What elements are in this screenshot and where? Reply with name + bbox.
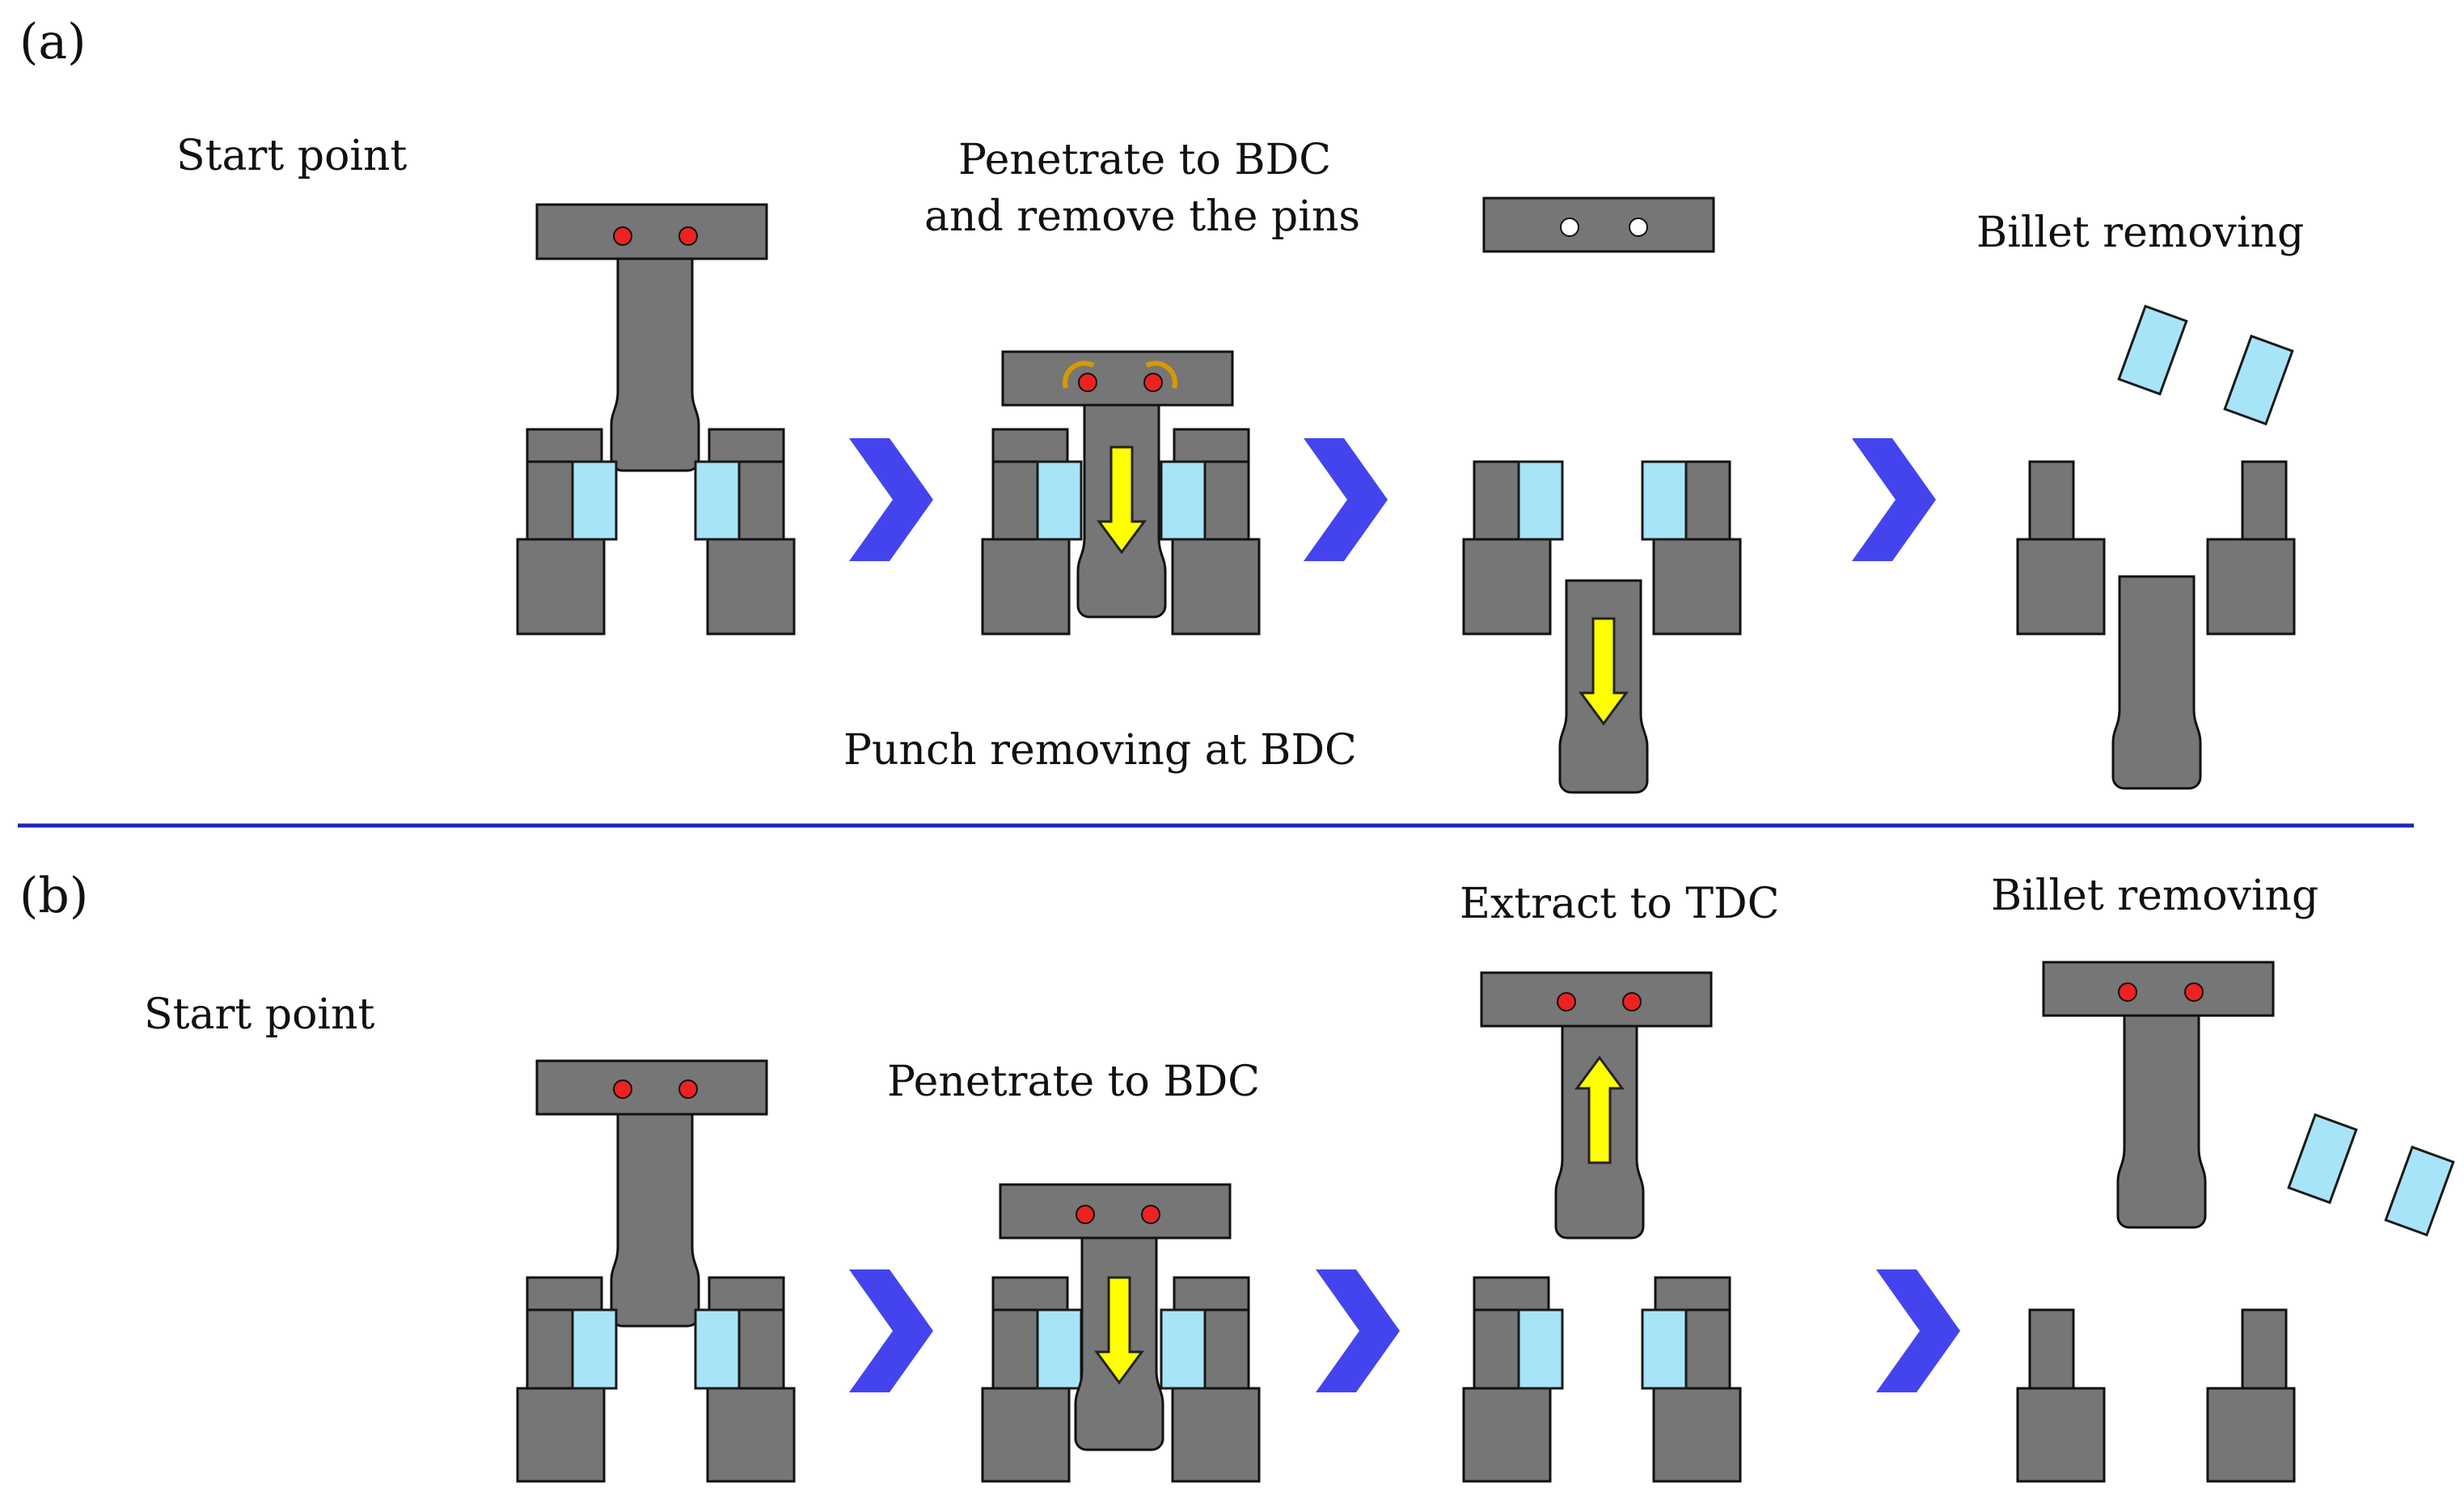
billet: [1036, 460, 1083, 541]
pin-dot-icon: [2118, 982, 2137, 1002]
billet: [2117, 304, 2188, 396]
punch-holder: [1482, 196, 1715, 253]
panel-a-stage-punch-removing: [1462, 196, 1742, 794]
punch: [2111, 575, 2202, 790]
panel-b-label-penetrate: Penetrate to BDC: [887, 1058, 1260, 1106]
panel-b-tag: (b): [19, 868, 88, 924]
die-right: [1641, 1276, 1742, 1483]
billet: [2223, 334, 2294, 426]
panel-a-stage-billet-removing: [2016, 304, 2296, 790]
chevron-right-icon: [1876, 1269, 1960, 1392]
billet: [694, 460, 741, 541]
die-left: [1462, 460, 1564, 636]
punch: [610, 1113, 700, 1328]
pin-dot-icon: [1557, 992, 1576, 1012]
chevron-right-icon: [1304, 438, 1388, 561]
die-left: [981, 1276, 1083, 1483]
punch-holder: [535, 203, 768, 260]
die-left: [981, 428, 1083, 636]
pin-dot-icon: [1622, 992, 1642, 1012]
panel-b: (b) Start point Penetrate to BDC Extract…: [19, 868, 2455, 1483]
punch-holder: [2042, 961, 2275, 1017]
punch-holder: [1480, 971, 1713, 1028]
panel-a-label-start: Start point: [176, 132, 408, 180]
billet: [1517, 1308, 1564, 1390]
panel-a-stage-start: [516, 203, 796, 636]
punch-holder: [1001, 350, 1234, 407]
billet: [571, 460, 618, 541]
die-right: [694, 1276, 796, 1483]
die-right: [1160, 428, 1261, 636]
die-right: [1160, 1276, 1261, 1483]
panel-b-stage-extract: [1462, 971, 1742, 1483]
panel-a-label-penetrate-2: and remove the pins: [924, 192, 1360, 241]
panel-a-tag: (a): [19, 14, 87, 70]
punch: [2116, 1014, 2207, 1229]
panel-a-stage-penetrate: [981, 350, 1261, 636]
pin-dot-icon: [1078, 373, 1097, 392]
billet: [2287, 1113, 2358, 1205]
die-left: [516, 1276, 618, 1483]
pin-dot-icon: [678, 1079, 698, 1099]
punch: [610, 257, 700, 472]
rotate-icon: [1145, 361, 1177, 389]
panel-a-label-punch: Punch removing at BDC: [843, 726, 1357, 775]
panel-b-label-extract: Extract to TDC: [1460, 880, 1779, 928]
die-right: [2206, 538, 2296, 636]
die-left: [2016, 1387, 2106, 1483]
billet: [571, 1308, 618, 1390]
billet: [1641, 460, 1688, 541]
billet: [1517, 460, 1564, 541]
billet: [1036, 1308, 1083, 1390]
rotate-icon: [1063, 361, 1095, 389]
panel-b-stage-billet-removing: [2016, 961, 2455, 1483]
pin-dot-icon: [1076, 1205, 1095, 1224]
billet: [1641, 1308, 1688, 1390]
punch-holder: [535, 1059, 768, 1116]
die-right: [1641, 460, 1742, 636]
pin-dot-icon: [1141, 1205, 1160, 1224]
pin-dot-icon: [2184, 982, 2204, 1002]
panel-a-label-penetrate-1: Penetrate to BDC: [958, 136, 1331, 184]
pin-dot-icon: [1560, 218, 1579, 237]
billet: [1160, 460, 1207, 541]
pin-dot-icon: [1143, 373, 1163, 392]
chevron-right-icon: [1316, 1269, 1400, 1392]
panel-a-label-billet: Billet removing: [1976, 209, 2304, 257]
die-left: [1462, 1276, 1564, 1483]
pin-dot-icon: [613, 1079, 632, 1099]
die-right: [2206, 1387, 2296, 1483]
die-left: [516, 428, 618, 636]
billet: [1160, 1308, 1207, 1390]
die-left: [2016, 538, 2106, 636]
pin-dot-icon: [1629, 218, 1648, 237]
billet: [2384, 1145, 2455, 1237]
die-right: [694, 428, 796, 636]
panel-b-stage-start: [516, 1059, 796, 1483]
panel-b-label-billet: Billet removing: [1991, 872, 2318, 920]
panel-a: (a) Start point Penetrate to BDC and rem…: [19, 14, 2304, 794]
panel-b-stage-penetrate: [981, 1183, 1261, 1483]
chevron-right-icon: [1852, 438, 1936, 561]
pin-dot-icon: [678, 226, 698, 246]
billet: [694, 1308, 741, 1390]
punch-holder: [999, 1183, 1232, 1240]
chevron-right-icon: [849, 438, 933, 561]
pin-dot-icon: [613, 226, 632, 246]
panel-b-label-start: Start point: [144, 990, 375, 1039]
chevron-right-icon: [849, 1269, 933, 1392]
